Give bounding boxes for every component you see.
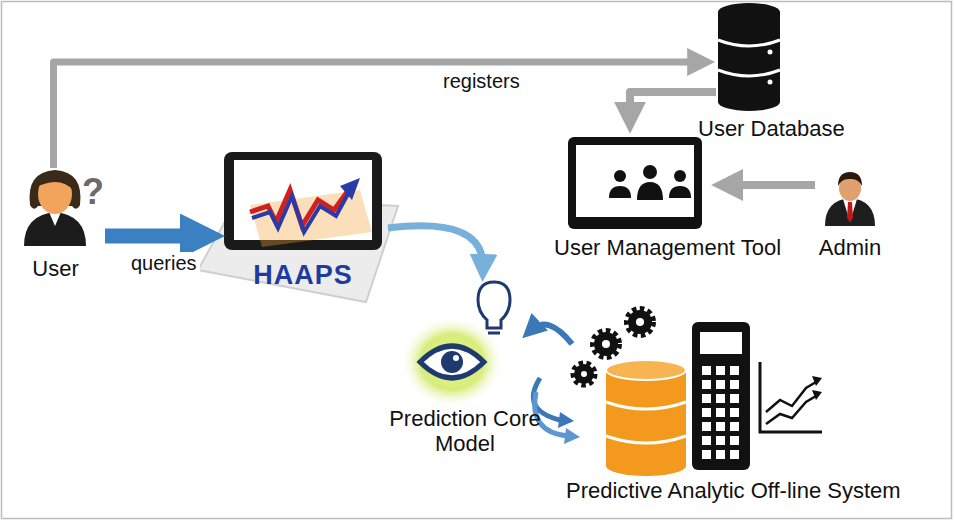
database-cylinder [718, 3, 780, 111]
admin-node: Admin [825, 170, 875, 229]
offline-system-node: Predictive Analytic Off-line System [578, 306, 824, 472]
svg-text:?: ? [82, 171, 104, 212]
query-flow-arrow [388, 226, 483, 268]
offline-system-icon [574, 310, 822, 476]
node-label: User [32, 256, 78, 281]
node-label: Admin [819, 235, 881, 260]
prediction-core-node: Prediction Core Model [415, 278, 515, 402]
admin-icon [825, 172, 875, 226]
node-label: HAAPS [253, 260, 353, 291]
admin-arrow [724, 181, 815, 189]
node-label: User Management Tool [554, 235, 781, 260]
query-arrow [105, 229, 204, 244]
monitor-icon [568, 137, 702, 229]
haaps-tablet [198, 152, 398, 302]
management-tool-node: User Management Tool [568, 137, 702, 229]
haaps-node: HAAPS [222, 150, 384, 252]
user-node: User [18, 170, 93, 248]
user-icon: ? [24, 170, 104, 246]
database-node: User Database [718, 2, 780, 112]
node-label: Predictive Analytic Off-line System [566, 478, 901, 503]
model-update-arrow [531, 324, 572, 344]
edge-label: queries [128, 252, 200, 275]
node-label: User Database [698, 116, 845, 141]
prediction-core-icon [400, 282, 510, 408]
register-arrow [54, 62, 705, 168]
node-label: Prediction Core Model [370, 406, 560, 457]
edge-label: registers [440, 70, 523, 93]
